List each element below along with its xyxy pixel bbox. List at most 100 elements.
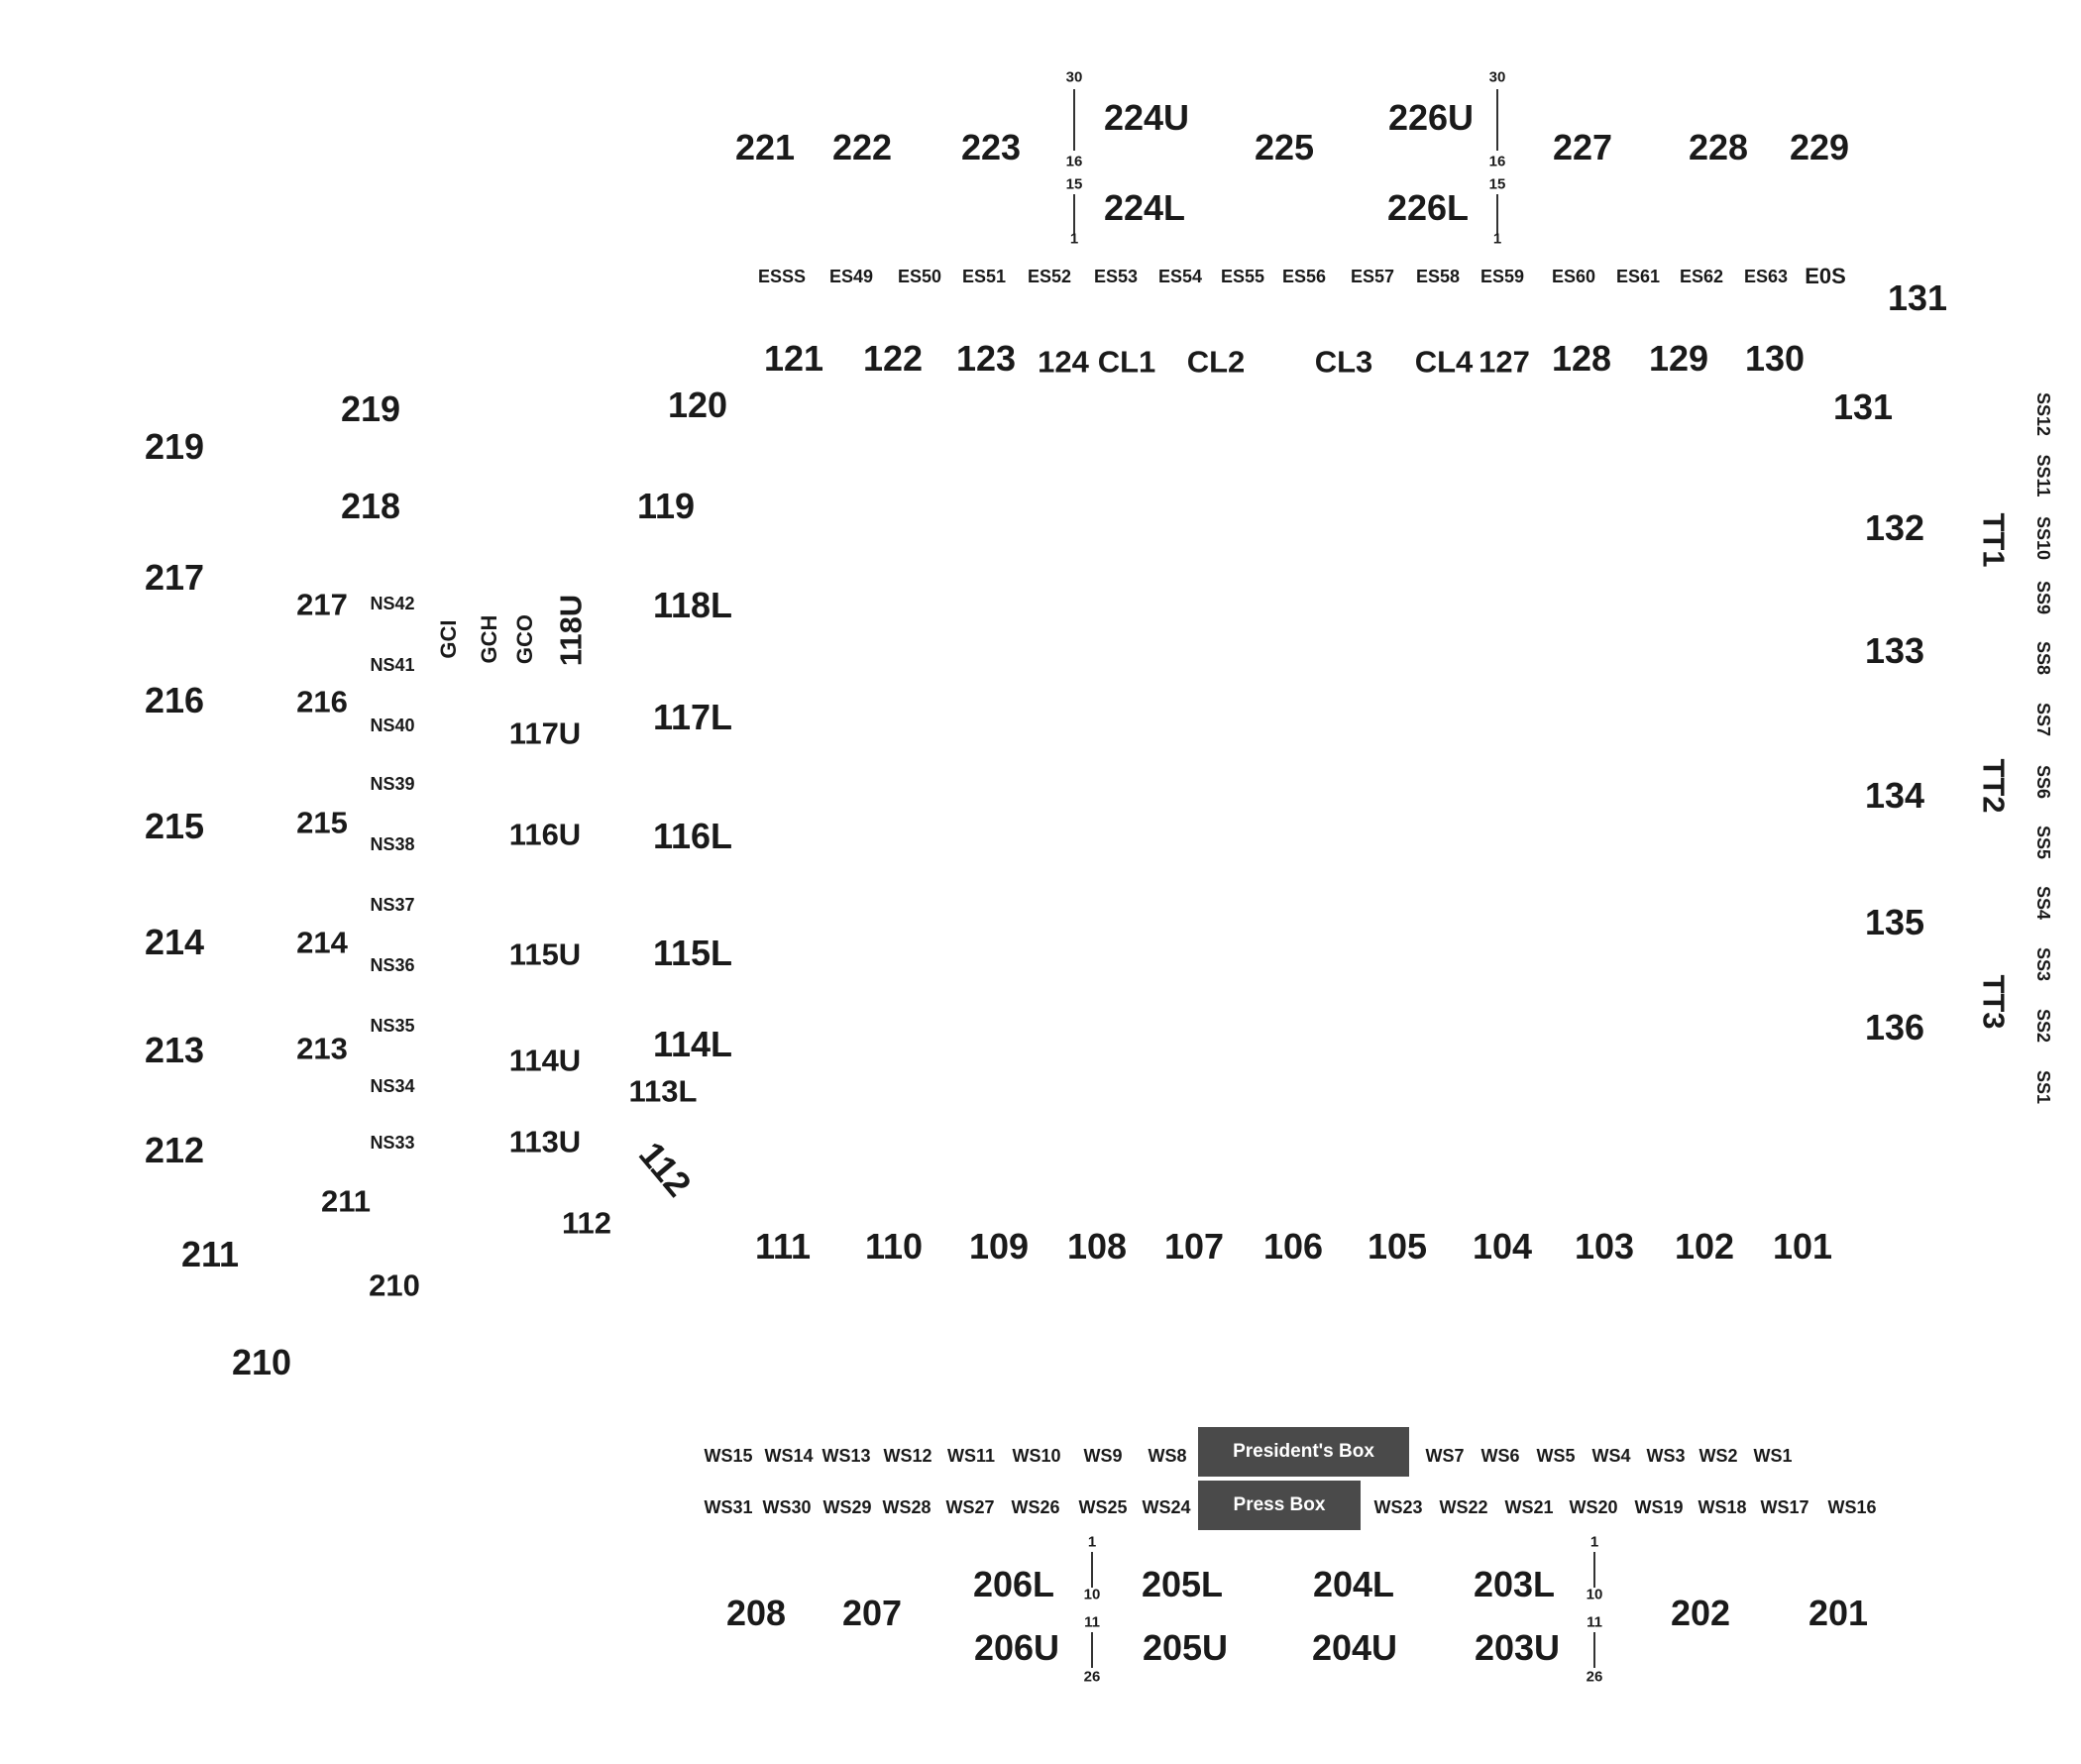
suite-ws31[interactable]: WS31 bbox=[704, 1497, 753, 1517]
table-tt2[interactable]: TT2 bbox=[1976, 758, 2012, 814]
section-107[interactable]: 107 bbox=[1163, 1226, 1225, 1267]
suite-ws12[interactable]: WS12 bbox=[883, 1446, 932, 1466]
section-120[interactable]: 120 bbox=[667, 385, 728, 425]
suite-ss4[interactable]: SS4 bbox=[2033, 885, 2053, 921]
suite-ws18[interactable]: WS18 bbox=[1698, 1497, 1747, 1517]
section-131-lower[interactable]: 131 bbox=[1832, 386, 1894, 427]
suite-ns37[interactable]: NS37 bbox=[370, 895, 415, 915]
section-214-outer[interactable]: 214 bbox=[144, 922, 205, 962]
section-221[interactable]: 221 bbox=[734, 127, 796, 167]
table-tt1[interactable]: TT1 bbox=[1976, 512, 2012, 568]
section-201[interactable]: 201 bbox=[1807, 1593, 1869, 1633]
section-130[interactable]: 130 bbox=[1744, 338, 1806, 379]
section-218-inner[interactable]: 218 bbox=[340, 486, 401, 526]
suite-ws22[interactable]: WS22 bbox=[1439, 1497, 1488, 1517]
suite-ws28[interactable]: WS28 bbox=[882, 1497, 931, 1517]
suite-ss6[interactable]: SS6 bbox=[2033, 764, 2053, 800]
section-206l[interactable]: 206L bbox=[972, 1564, 1055, 1604]
suite-ss7[interactable]: SS7 bbox=[2033, 702, 2053, 737]
section-131-upper[interactable]: 131 bbox=[1887, 277, 1948, 318]
suite-ns33[interactable]: NS33 bbox=[370, 1133, 415, 1153]
suite-ws8[interactable]: WS8 bbox=[1148, 1446, 1187, 1466]
suite-es61[interactable]: ES61 bbox=[1615, 267, 1661, 286]
suite-ss1[interactable]: SS1 bbox=[2033, 1069, 2053, 1105]
suite-ws30[interactable]: WS30 bbox=[762, 1497, 812, 1517]
section-108[interactable]: 108 bbox=[1066, 1226, 1128, 1267]
section-205l[interactable]: 205L bbox=[1141, 1564, 1224, 1604]
suite-ws14[interactable]: WS14 bbox=[764, 1446, 814, 1466]
suite-ns41[interactable]: NS41 bbox=[370, 655, 415, 675]
section-112-upper[interactable]: 112 bbox=[561, 1205, 612, 1241]
section-215-inner[interactable]: 215 bbox=[296, 805, 348, 840]
suite-es60[interactable]: ES60 bbox=[1551, 267, 1596, 286]
section-116l[interactable]: 116L bbox=[652, 816, 733, 856]
suite-es55[interactable]: ES55 bbox=[1220, 267, 1265, 286]
section-111[interactable]: 111 bbox=[754, 1226, 812, 1267]
section-119[interactable]: 119 bbox=[636, 486, 696, 526]
suite-ws24[interactable]: WS24 bbox=[1142, 1497, 1191, 1517]
section-136[interactable]: 136 bbox=[1864, 1007, 1925, 1047]
section-117u[interactable]: 117U bbox=[508, 716, 582, 751]
section-134[interactable]: 134 bbox=[1864, 775, 1925, 816]
section-213-outer[interactable]: 213 bbox=[144, 1030, 205, 1070]
section-121[interactable]: 121 bbox=[763, 338, 824, 379]
suite-ws10[interactable]: WS10 bbox=[1012, 1446, 1061, 1466]
section-211-outer[interactable]: 211 bbox=[180, 1234, 240, 1274]
suite-es51[interactable]: ES51 bbox=[961, 267, 1007, 286]
section-210-outer[interactable]: 210 bbox=[231, 1342, 292, 1382]
section-223[interactable]: 223 bbox=[960, 127, 1022, 167]
section-115l[interactable]: 115L bbox=[652, 933, 733, 973]
section-104[interactable]: 104 bbox=[1472, 1226, 1533, 1267]
section-228[interactable]: 228 bbox=[1688, 127, 1749, 167]
section-216-inner[interactable]: 216 bbox=[296, 684, 348, 719]
suite-ws7[interactable]: WS7 bbox=[1425, 1446, 1465, 1466]
section-123[interactable]: 123 bbox=[955, 338, 1017, 379]
suite-es63[interactable]: ES63 bbox=[1743, 267, 1789, 286]
section-224u[interactable]: 224U bbox=[1103, 97, 1190, 138]
section-117l[interactable]: 117L bbox=[652, 697, 733, 737]
section-132[interactable]: 132 bbox=[1864, 507, 1925, 548]
suite-ws23[interactable]: WS23 bbox=[1373, 1497, 1423, 1517]
section-gch[interactable]: GCH bbox=[477, 614, 501, 664]
section-113u[interactable]: 113U bbox=[508, 1124, 582, 1159]
section-210-inner[interactable]: 210 bbox=[369, 1268, 420, 1303]
suite-ws21[interactable]: WS21 bbox=[1504, 1497, 1554, 1517]
suite-es56[interactable]: ES56 bbox=[1281, 267, 1327, 286]
suite-ss2[interactable]: SS2 bbox=[2033, 1008, 2053, 1044]
section-129[interactable]: 129 bbox=[1648, 338, 1709, 379]
section-222[interactable]: 222 bbox=[831, 127, 893, 167]
section-127[interactable]: 127 bbox=[1479, 344, 1530, 380]
suite-es58[interactable]: ES58 bbox=[1415, 267, 1461, 286]
section-102[interactable]: 102 bbox=[1674, 1226, 1735, 1267]
suite-es57[interactable]: ES57 bbox=[1350, 267, 1395, 286]
section-226l[interactable]: 226L bbox=[1386, 187, 1470, 228]
section-219-inner[interactable]: 219 bbox=[340, 388, 401, 429]
suite-ss12[interactable]: SS12 bbox=[2033, 391, 2053, 437]
section-114u[interactable]: 114U bbox=[508, 1043, 582, 1078]
suite-ws1[interactable]: WS1 bbox=[1753, 1446, 1793, 1466]
section-109[interactable]: 109 bbox=[968, 1226, 1030, 1267]
suite-ws11[interactable]: WS11 bbox=[946, 1446, 996, 1466]
suite-ss9[interactable]: SS9 bbox=[2033, 580, 2053, 615]
section-112[interactable]: 112 bbox=[631, 1134, 700, 1205]
suite-ns36[interactable]: NS36 bbox=[370, 955, 415, 975]
section-110[interactable]: 110 bbox=[864, 1226, 924, 1267]
section-224l[interactable]: 224L bbox=[1103, 187, 1186, 228]
section-118l[interactable]: 118L bbox=[652, 585, 733, 625]
suite-ss10[interactable]: SS10 bbox=[2033, 515, 2053, 561]
section-204u[interactable]: 204U bbox=[1311, 1627, 1398, 1668]
section-203u[interactable]: 203U bbox=[1474, 1627, 1561, 1668]
suite-ws9[interactable]: WS9 bbox=[1083, 1446, 1123, 1466]
suite-ns40[interactable]: NS40 bbox=[370, 716, 415, 735]
section-229[interactable]: 229 bbox=[1789, 127, 1850, 167]
section-122[interactable]: 122 bbox=[862, 338, 924, 379]
section-124[interactable]: 124 bbox=[1038, 344, 1089, 380]
press-box[interactable]: Press Box bbox=[1198, 1481, 1361, 1530]
section-101[interactable]: 101 bbox=[1772, 1226, 1833, 1267]
section-gco[interactable]: GCO bbox=[512, 613, 537, 665]
suite-ss8[interactable]: SS8 bbox=[2033, 640, 2053, 676]
suite-ws3[interactable]: WS3 bbox=[1646, 1446, 1686, 1466]
suite-ws20[interactable]: WS20 bbox=[1569, 1497, 1618, 1517]
suite-ws4[interactable]: WS4 bbox=[1591, 1446, 1631, 1466]
section-118u[interactable]: 118U bbox=[553, 594, 589, 667]
